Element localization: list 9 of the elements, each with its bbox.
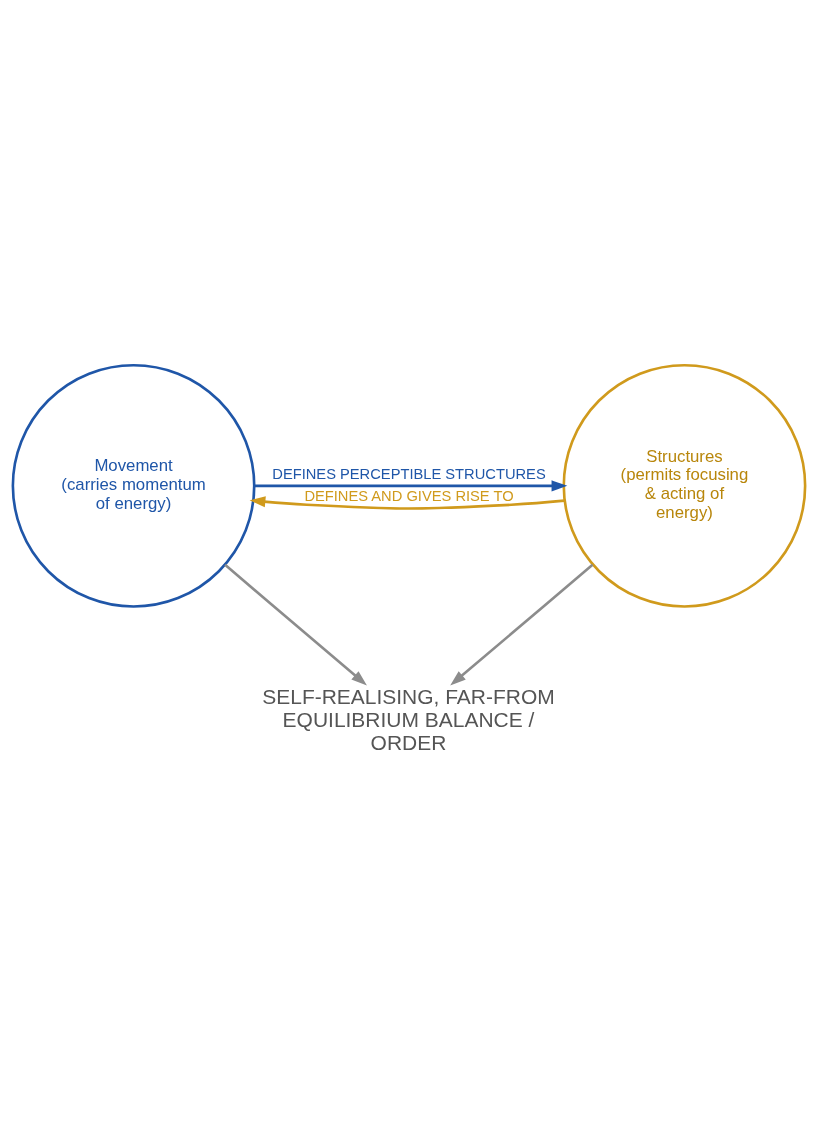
node-circle: Structures (permits focusing & acting of energy)	[562, 363, 807, 608]
arrow	[224, 563, 367, 686]
edge-label: DEFINES AND GIVES RISE TO	[304, 487, 514, 504]
node-circle: Movement (carries momentum of energy)	[11, 363, 256, 608]
arrow	[450, 563, 594, 686]
arrow	[249, 496, 565, 510]
edge-label: DEFINES PERCEPTIBLE STRUCTURES	[272, 465, 546, 482]
arrow	[254, 480, 568, 492]
node-text: SELF-REALISING, FAR-FROM EQUILIBRIUM BALANCE / ORDER	[262, 685, 555, 755]
